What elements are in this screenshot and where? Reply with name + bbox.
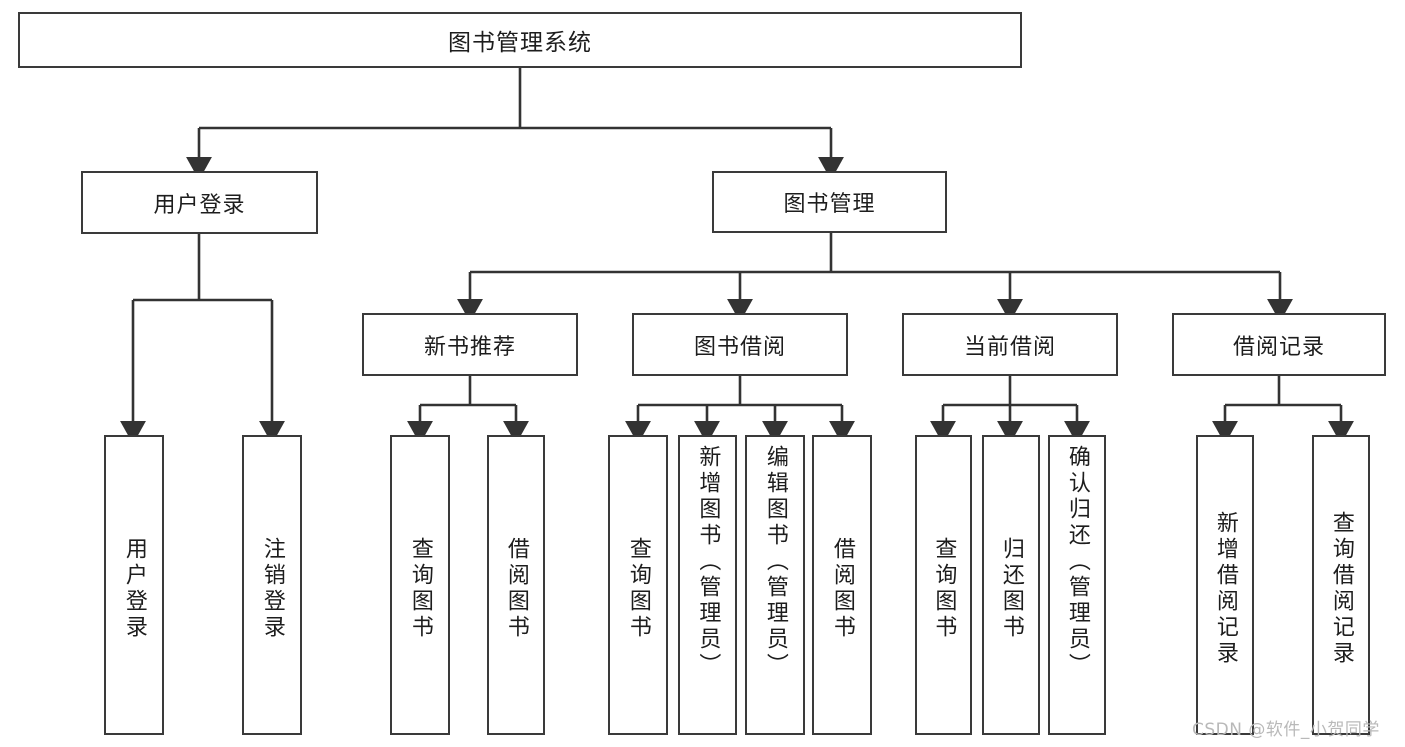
- node-label: 新增图书（管理员）: [695, 445, 721, 679]
- node-label: 新增借阅记录: [1212, 511, 1238, 667]
- node-label: 查询图书: [407, 537, 433, 641]
- leaf-edit-book-admin[interactable]: 编辑图书（管理员）: [745, 435, 805, 735]
- node-label: 用户登录: [121, 537, 147, 641]
- node-label: 当前借阅: [963, 334, 1056, 360]
- node-new-book-recommend[interactable]: 新书推荐: [362, 313, 578, 376]
- node-label: 归还图书: [998, 537, 1024, 641]
- node-label: 借阅图书: [503, 537, 529, 641]
- leaf-query-borrow-record[interactable]: 查询借阅记录: [1312, 435, 1370, 735]
- node-label: 查询借阅记录: [1328, 511, 1354, 667]
- node-label: 图书借阅: [693, 334, 786, 360]
- node-label: 新书推荐: [423, 334, 516, 360]
- node-label: 图书管理: [783, 192, 876, 217]
- leaf-query-book-current[interactable]: 查询图书: [915, 435, 972, 735]
- leaf-add-book-admin[interactable]: 新增图书（管理员）: [678, 435, 737, 735]
- node-book-management[interactable]: 图书管理: [712, 171, 947, 233]
- csdn-watermark: CSDN @软件_小贺同学: [1192, 720, 1380, 740]
- leaf-user-login[interactable]: 用户登录: [104, 435, 164, 735]
- leaf-add-borrow-record[interactable]: 新增借阅记录: [1196, 435, 1254, 735]
- node-label: 确认归还（管理员）: [1064, 445, 1090, 679]
- node-label: 查询图书: [625, 537, 651, 641]
- node-label: 借阅记录: [1232, 334, 1325, 360]
- node-current-borrow[interactable]: 当前借阅: [902, 313, 1118, 376]
- leaf-query-book-recommend[interactable]: 查询图书: [390, 435, 450, 735]
- node-user-login[interactable]: 用户登录: [81, 171, 318, 234]
- node-root-book-management-system[interactable]: 图书管理系统: [18, 12, 1022, 68]
- node-label: 编辑图书（管理员）: [762, 445, 788, 679]
- node-label: 查询图书: [931, 537, 957, 641]
- leaf-user-logout[interactable]: 注销登录: [242, 435, 302, 735]
- leaf-borrow-book[interactable]: 借阅图书: [812, 435, 872, 735]
- node-label: 用户登录: [153, 192, 246, 218]
- leaf-borrow-book-recommend[interactable]: 借阅图书: [487, 435, 545, 735]
- node-borrow-record[interactable]: 借阅记录: [1172, 313, 1386, 376]
- node-label: 图书管理系统: [448, 30, 592, 56]
- node-book-borrow[interactable]: 图书借阅: [632, 313, 848, 376]
- node-label: 借阅图书: [829, 537, 855, 641]
- leaf-query-book-borrow[interactable]: 查询图书: [608, 435, 668, 735]
- leaf-return-book[interactable]: 归还图书: [982, 435, 1040, 735]
- node-label: 注销登录: [259, 537, 285, 641]
- leaf-confirm-return-admin[interactable]: 确认归还（管理员）: [1048, 435, 1106, 735]
